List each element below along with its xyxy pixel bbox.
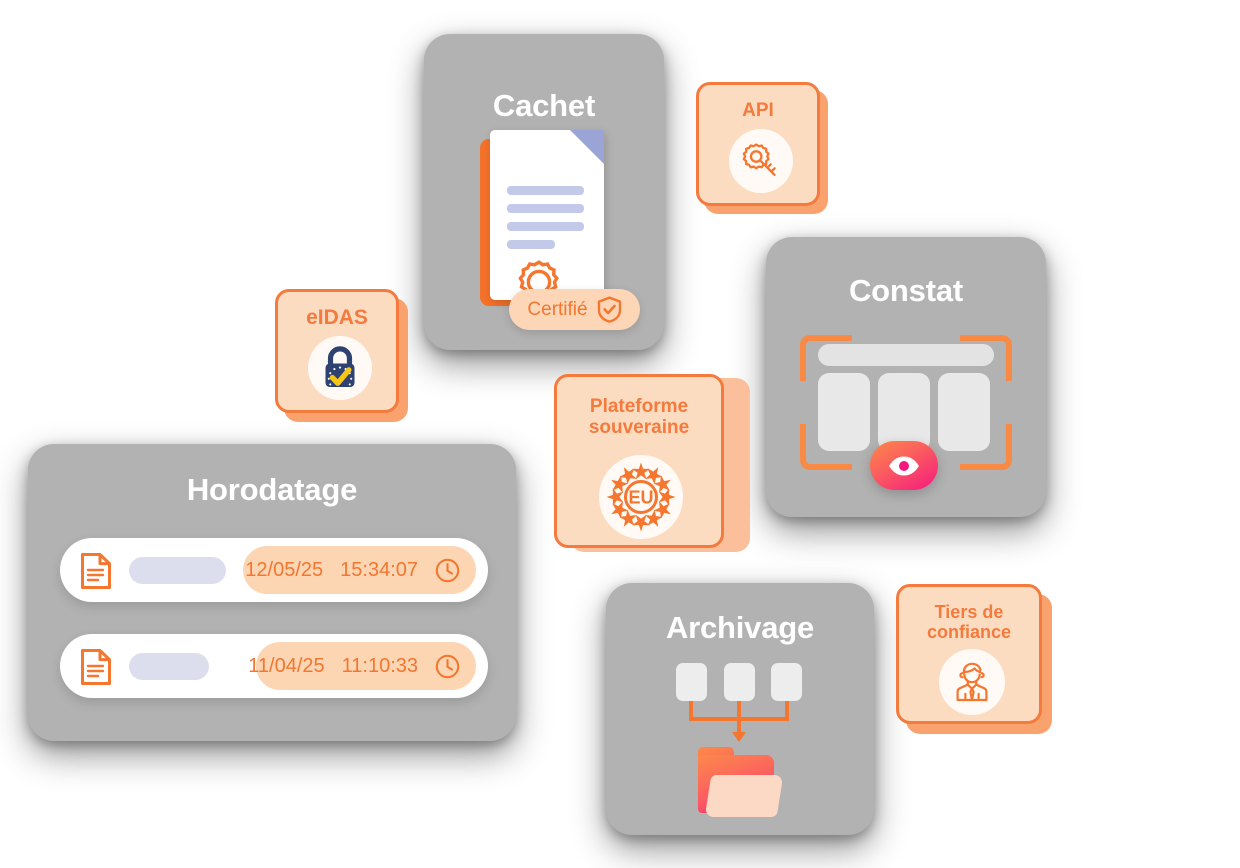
timestamp-time: 11:10:33: [341, 654, 418, 677]
eye-badge[interactable]: [870, 441, 938, 490]
scan-corner-bottom-right: [960, 424, 1012, 470]
timestamp-date: 11/04/25: [248, 654, 325, 677]
clock-icon: [435, 654, 460, 679]
row-placeholder-bar: [129, 653, 209, 680]
scan-corner-bottom-left: [800, 424, 852, 470]
folder-front-flap: [704, 775, 784, 817]
wireframe-column: [818, 373, 870, 451]
connector-arrow-head: [732, 732, 746, 742]
document-icon: [80, 648, 112, 686]
eidas-icon-circle: [308, 336, 372, 400]
badge-tiers-de-confiance[interactable]: Tiers de confiance: [896, 584, 1042, 724]
key-icon: [740, 140, 782, 182]
connector-vertical-left: [689, 701, 693, 719]
badge-api-label: API: [742, 100, 774, 121]
connector-vertical-right: [785, 701, 789, 719]
badge-plateforme-line2: souveraine: [588, 417, 690, 439]
eu-stars-icon: EU: [603, 459, 679, 535]
connector-vertical-mid: [737, 701, 741, 719]
api-icon-circle: [729, 129, 793, 193]
shield-check-icon: [597, 296, 622, 323]
timestamp-pill: 12/05/25 15:34:07: [243, 546, 476, 594]
timestamp-time: 15:34:07: [340, 558, 418, 581]
document-icon: [80, 552, 112, 590]
folder-icon: [694, 747, 786, 819]
badge-tiers-line2: confiance: [926, 622, 1012, 643]
card-cachet-title: Cachet: [492, 88, 596, 123]
badge-tiers-line1: Tiers de: [934, 602, 1004, 622]
archive-source-box: [676, 663, 707, 701]
wireframe-column: [938, 373, 990, 451]
archive-source-box: [771, 663, 802, 701]
document-text-line: [507, 186, 584, 195]
document-text-line: [507, 204, 584, 213]
padlock-eu-icon: [317, 344, 363, 392]
badge-plateforme-label: Plateforme souveraine: [557, 396, 721, 439]
badge-eidas[interactable]: eIDAS: [275, 289, 399, 413]
certifie-pill[interactable]: Certifié: [509, 289, 640, 330]
sealed-document-icon: [490, 130, 604, 301]
clock-icon: [435, 558, 460, 583]
scan-corner-top-left: [800, 335, 852, 381]
trusted-person-icon: [949, 659, 995, 705]
tiers-icon-circle: [939, 649, 1005, 715]
badge-tiers-label: Tiers de confiance: [899, 602, 1039, 642]
scan-frame-icon: [800, 335, 1012, 470]
card-horodatage-title: Horodatage: [186, 472, 358, 507]
badge-api[interactable]: API: [696, 82, 820, 206]
card-constat-title: Constat: [849, 273, 963, 308]
badge-plateforme-souveraine[interactable]: Plateforme souveraine: [554, 374, 724, 548]
row-placeholder-bar: [129, 557, 226, 584]
wireframe-header-bar: [818, 344, 994, 366]
badge-eidas-label: eIDAS: [306, 306, 368, 329]
timestamp-date: 12/05/25: [245, 558, 324, 581]
document-text-line: [507, 240, 555, 249]
scan-corner-top-right: [960, 335, 1012, 381]
timestamp-pill: 11/04/25 11:10:33: [248, 642, 476, 690]
archive-source-box: [724, 663, 755, 701]
document-text-line: [507, 222, 584, 231]
timestamp-row[interactable]: 12/05/25 15:34:07: [60, 538, 488, 602]
plateforme-icon-circle: EU: [599, 455, 683, 539]
wireframe-column: [878, 373, 930, 451]
eye-icon: [887, 455, 921, 477]
document-fold-corner: [570, 130, 604, 164]
connector-arrow-stem: [737, 717, 741, 735]
eu-icon-text: EU: [628, 488, 653, 508]
card-archivage-title: Archivage: [665, 610, 815, 645]
badge-plateforme-line1: Plateforme: [589, 396, 689, 417]
certifie-label: Certifié: [527, 298, 588, 320]
archive-connector-lines: [676, 701, 802, 742]
timestamp-row[interactable]: 11/04/25 11:10:33: [60, 634, 488, 698]
